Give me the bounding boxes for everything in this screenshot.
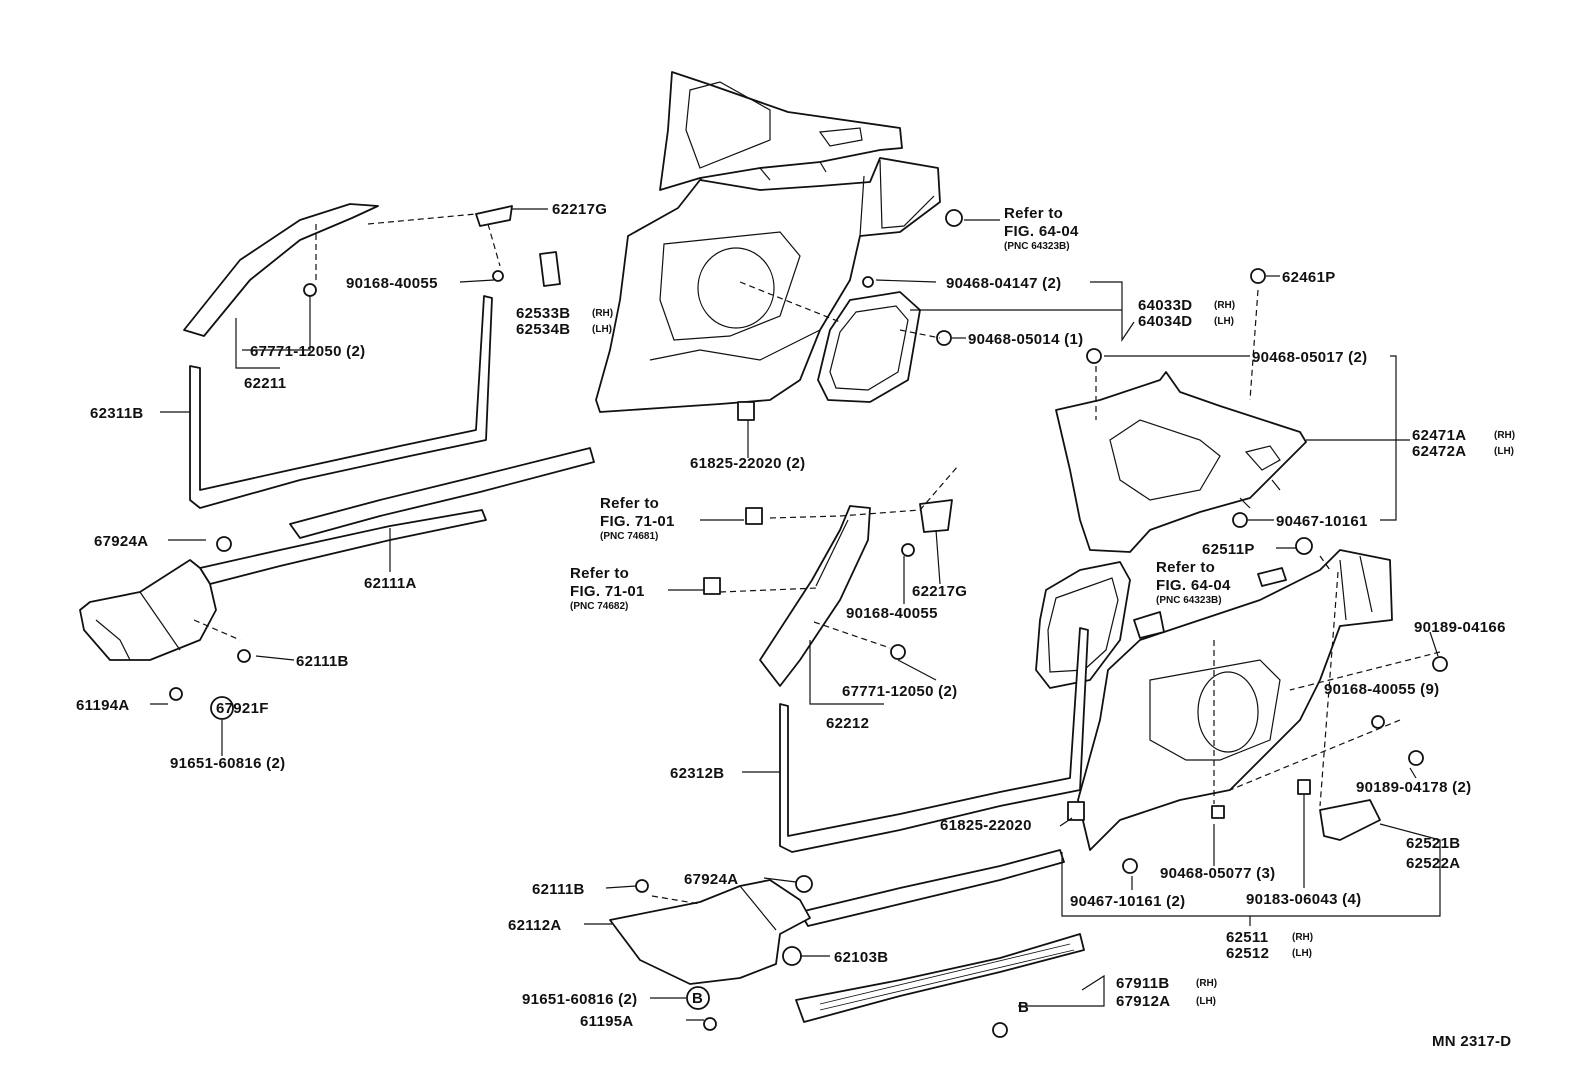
- label-64033D-rh: (RH): [1214, 300, 1235, 311]
- label-pnc-64323b-1: (PNC 64323B): [1004, 241, 1070, 252]
- label-62103B: 62103B: [834, 949, 888, 966]
- cowl-side-trim-right: [609, 879, 811, 985]
- label-62471A: 62471A: [1412, 427, 1466, 444]
- label-refer-to-1: Refer to: [1004, 205, 1063, 222]
- label-pnc-64323b-2: (PNC 64323B): [1156, 595, 1222, 606]
- label-67771-12050-left: 67771-12050 (2): [250, 343, 365, 360]
- label-64033D: 64033D: [1138, 297, 1192, 314]
- label-62511P: 62511P: [1202, 541, 1255, 558]
- label-refer-to-4: Refer to: [1156, 559, 1215, 576]
- scuff-plate-lower: [795, 849, 1085, 1023]
- label-62521B: 62521B: [1406, 835, 1460, 852]
- leader-lines: [150, 208, 1441, 1021]
- label-62533B: 62533B: [516, 305, 570, 322]
- label-90468-05014: 90468-05014 (1): [968, 331, 1083, 348]
- label-90468-05077: 90468-05077 (3): [1160, 865, 1275, 882]
- label-67912A: 67912A: [1116, 993, 1170, 1010]
- rear-side-trim-upper: [595, 157, 941, 413]
- label-67911B: 67911B: [1116, 975, 1170, 992]
- label-91651-60816-left: 91651-60816 (2): [170, 755, 285, 772]
- door-weatherstrip-left: [189, 295, 493, 509]
- label-67924A-bottom: 67924A: [684, 871, 738, 888]
- label-62512: 62512: [1226, 945, 1269, 962]
- label-62472A: 62472A: [1412, 443, 1466, 460]
- label-90168-40055-center: 90168-40055: [846, 605, 938, 622]
- label-61195A: 61195A: [580, 1013, 634, 1030]
- label-refer-to-3: Refer to: [570, 565, 629, 582]
- label-61825-22020-top: 61825-22020 (2): [690, 455, 805, 472]
- label-62533B-rh: (RH): [592, 308, 613, 319]
- label-62217G-center: 62217G: [912, 583, 967, 600]
- rear-side-trim-right: [1077, 549, 1393, 851]
- label-pnc-74682: (PNC 74682): [570, 601, 628, 612]
- b-marker-2: B: [686, 986, 710, 1010]
- label-61825-22020-bottom: 61825-22020: [940, 817, 1032, 834]
- b-marker-label: 67921F: [216, 700, 269, 717]
- label-62111B-bottom: 62111B: [532, 881, 585, 898]
- label-refer-to-2: Refer to: [600, 495, 659, 512]
- speaker-grille-right: [1035, 561, 1131, 689]
- label-62112A: 62112A: [508, 917, 562, 934]
- label-62211: 62211: [244, 375, 286, 392]
- dashed-guides: [193, 213, 1441, 905]
- label-62212: 62212: [826, 715, 869, 732]
- b-marker-label: B: [692, 990, 703, 1007]
- fasteners: [169, 205, 1448, 1038]
- label-62111B-left: 62111B: [296, 653, 349, 670]
- label-90468-04147: 90468-04147 (2): [946, 275, 1061, 292]
- cowl-side-trim-left: [79, 559, 217, 661]
- label-pnc-74681: (PNC 74681): [600, 531, 658, 542]
- label-62512-lh: (LH): [1292, 948, 1312, 959]
- label-62471A-rh: (RH): [1494, 430, 1515, 441]
- label-90189-04166: 90189-04166: [1414, 619, 1506, 636]
- label-62534B: 62534B: [516, 321, 570, 338]
- label-90168-40055-right: 90168-40055 (9): [1324, 681, 1439, 698]
- label-62472A-lh: (LH): [1494, 446, 1514, 457]
- label-fig-64-04-1: FIG. 64-04: [1004, 223, 1079, 240]
- label-62311B: 62311B: [90, 405, 144, 422]
- label-fig-64-04-2: FIG. 64-04: [1156, 577, 1231, 594]
- quarter-window-trim-right: [1055, 371, 1307, 553]
- label-fig-71-01-2: FIG. 71-01: [570, 583, 645, 600]
- label-fig-71-01-1: FIG. 71-01: [600, 513, 675, 530]
- label-90468-05017: 90468-05017 (2): [1252, 349, 1367, 366]
- quarter-window-trim-upper: [659, 71, 903, 191]
- label-67921F: B: [1018, 999, 1029, 1016]
- label-62111A: 62111A: [364, 575, 417, 592]
- label-90189-04178: 90189-04178 (2): [1356, 779, 1471, 796]
- label-62461P: 62461P: [1282, 269, 1336, 286]
- diagram-code: MN 2317-D: [1432, 1033, 1511, 1050]
- label-62312B: 62312B: [670, 765, 724, 782]
- label-67911B-rh: (RH): [1196, 978, 1217, 989]
- label-62522A: 62522A: [1406, 855, 1460, 872]
- label-91651-60816-bottom: 91651-60816 (2): [522, 991, 637, 1008]
- label-64034D: 64034D: [1138, 313, 1192, 330]
- center-pillar-garnish: [759, 505, 871, 687]
- label-62217G-top: 62217G: [552, 201, 607, 218]
- door-weatherstrip-right: [779, 627, 1089, 853]
- label-67924A-left: 67924A: [94, 533, 148, 550]
- label-64034D-lh: (LH): [1214, 316, 1234, 327]
- front-pillar-garnish: [183, 203, 379, 337]
- label-90467-10161-top: 90467-10161: [1276, 513, 1368, 530]
- label-62534B-lh: (LH): [592, 324, 612, 335]
- label-90467-10161-bottom: 90467-10161 (2): [1070, 893, 1185, 910]
- label-67771-12050-center: 67771-12050 (2): [842, 683, 957, 700]
- label-62511: 62511: [1226, 929, 1268, 946]
- callout-labels: 62217G 90168-40055 62533B (RH) 62534B (L…: [76, 201, 1515, 1050]
- label-62511-rh: (RH): [1292, 932, 1313, 943]
- label-90168-40055-top: 90168-40055: [346, 275, 438, 292]
- speaker-grille-left: [817, 291, 921, 403]
- scuff-plate-upper: [199, 447, 595, 585]
- label-67912A-lh: (LH): [1196, 996, 1216, 1007]
- b-marker-1: 67921F: [210, 696, 269, 720]
- label-61194A: 61194A: [76, 697, 130, 714]
- label-90183-06043: 90183-06043 (4): [1246, 891, 1361, 908]
